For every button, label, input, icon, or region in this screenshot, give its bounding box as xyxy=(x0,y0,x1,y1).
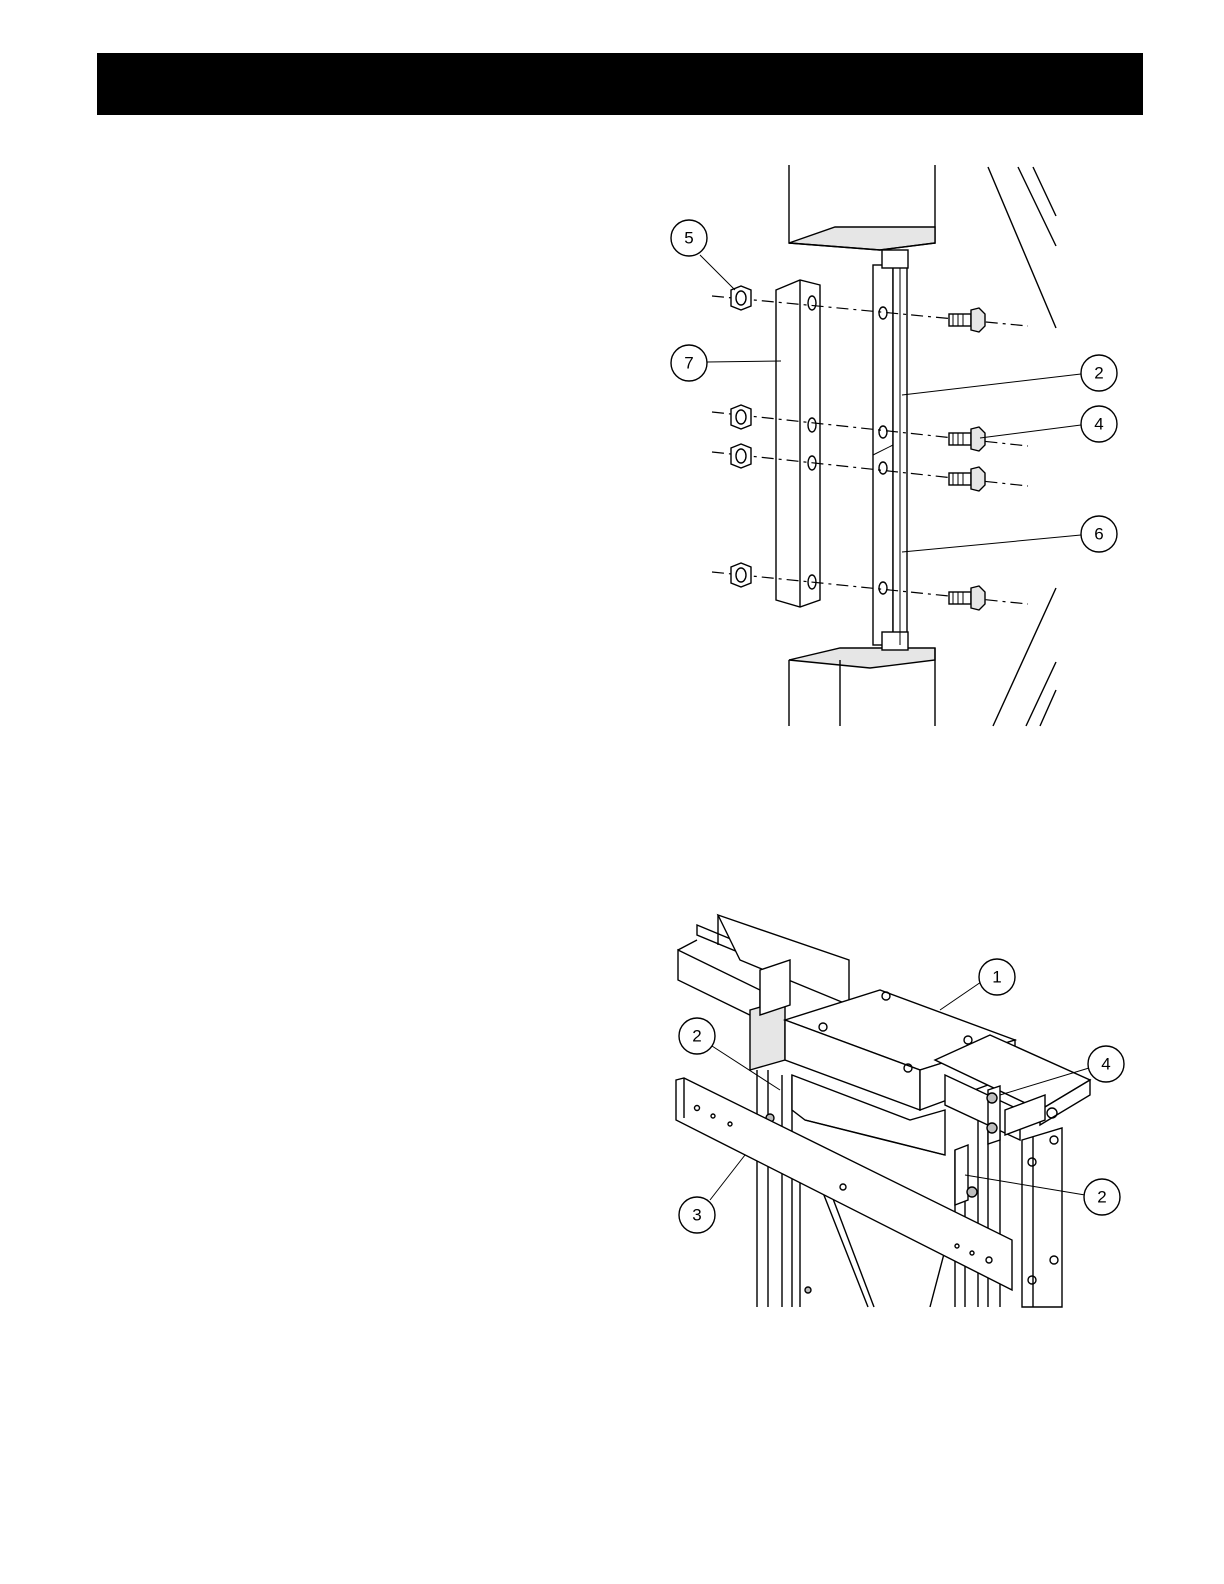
background-frame-lines xyxy=(988,167,1056,726)
hex-nuts xyxy=(731,286,751,587)
callout-label: 2 xyxy=(692,1027,701,1046)
upper-column-tube xyxy=(789,165,935,250)
callout-label: 4 xyxy=(1101,1055,1110,1074)
callout-label: 1 xyxy=(992,968,1001,987)
callout-label: 3 xyxy=(692,1206,701,1225)
callout-2b: 2 xyxy=(1084,1179,1120,1215)
top-frame-assembly-view: 1 2 4 2 3 xyxy=(676,915,1124,1307)
callout-2: 2 xyxy=(1081,355,1117,391)
callout-label: 2 xyxy=(1097,1188,1106,1207)
callout-label: 7 xyxy=(684,354,693,373)
lower-column-tube xyxy=(789,648,935,726)
upright-splice-exploded-view: 5 7 2 4 6 xyxy=(671,165,1117,726)
callout-1: 1 xyxy=(979,959,1015,995)
callout-7: 7 xyxy=(671,345,707,381)
callout-3: 3 xyxy=(679,1197,715,1233)
angle-plate xyxy=(776,280,820,607)
callout-4b: 4 xyxy=(1088,1046,1124,1082)
callout-label: 6 xyxy=(1094,525,1103,544)
callout-label: 5 xyxy=(684,229,693,248)
callout-4: 4 xyxy=(1081,406,1117,442)
callout-5: 5 xyxy=(671,220,707,256)
hex-bolts xyxy=(949,308,985,610)
callout-6: 6 xyxy=(1081,516,1117,552)
callout-label: 2 xyxy=(1094,364,1103,383)
callout-label: 4 xyxy=(1094,415,1103,434)
callout-2a: 2 xyxy=(679,1018,715,1054)
